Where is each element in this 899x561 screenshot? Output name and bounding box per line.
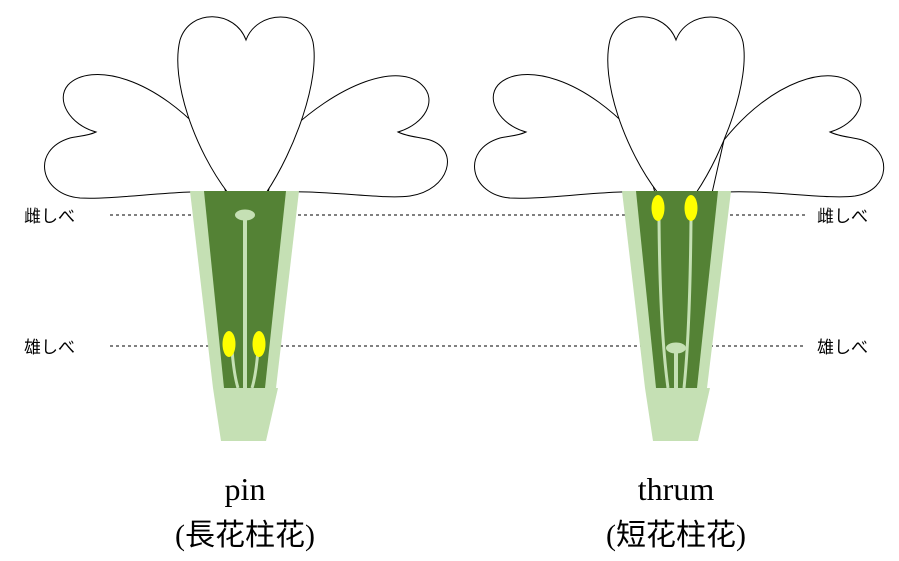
pin-flower	[44, 16, 448, 441]
thrum-anther-right	[684, 195, 698, 221]
thrum-stigma	[666, 342, 686, 354]
pin-base	[213, 388, 278, 441]
pin-caption-jp: (長花柱花)	[175, 519, 315, 552]
thrum-right-petal	[711, 75, 885, 198]
pin-anther-left	[222, 331, 236, 357]
pistil-label-right: 雌しべ	[817, 207, 868, 227]
stamen-label-left: 雄しべ	[24, 338, 75, 358]
pistil-label-left: 雌しべ	[24, 207, 75, 227]
thrum-caption: thrum	[638, 471, 715, 507]
thrum-tube	[636, 191, 718, 388]
thrum-stamen-filament-left	[657, 219, 670, 389]
thrum-flower	[474, 16, 885, 441]
pin-center-petal	[177, 16, 315, 194]
thrum-center-petal	[607, 16, 745, 194]
pin-anther-right	[252, 331, 266, 357]
thrum-left-petal	[474, 74, 656, 199]
thrum-caption-jp: (短花柱花)	[606, 519, 746, 552]
pin-right-petal	[267, 75, 448, 198]
pin-stigma	[235, 209, 255, 221]
pin-left-petal	[44, 74, 227, 199]
pin-caption: pin	[225, 471, 266, 507]
thrum-stamen-filament-right	[682, 219, 693, 389]
stamen-label-right: 雄しべ	[817, 338, 868, 358]
thrum-base	[645, 388, 710, 441]
thrum-anther-left	[651, 195, 665, 221]
